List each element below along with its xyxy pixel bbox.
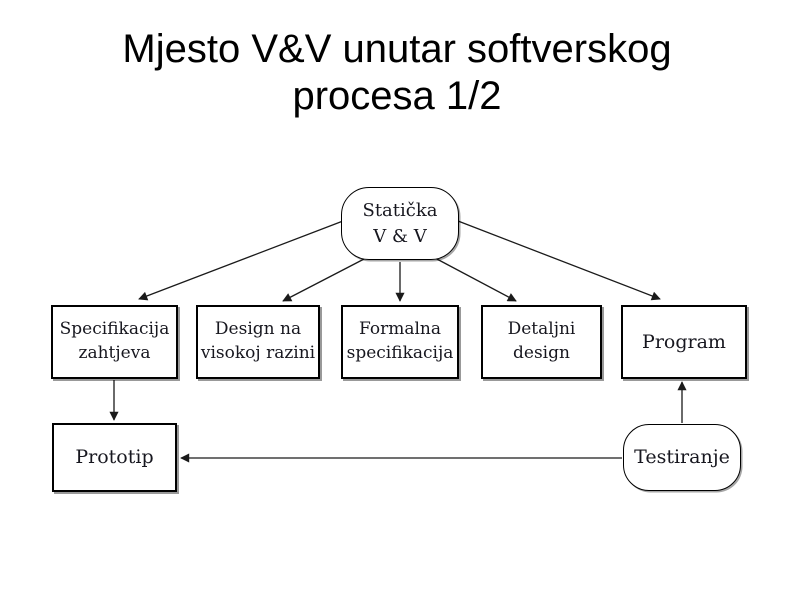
node-detaljni-design: Detaljni design — [481, 305, 602, 379]
arrow-staticka-to-design — [282, 257, 367, 302]
node-testiranje: Testiranje — [623, 424, 741, 491]
arrow-staticka-to-program — [457, 220, 661, 301]
node-design-na-visokoj-razini: Design na visokoj razini — [196, 305, 320, 379]
arrow-staticka-to-detaljni — [434, 257, 517, 302]
arrow-staticka-to-specifikacija — [138, 220, 344, 301]
node-program: Program — [621, 305, 747, 379]
node-specifikacija-zahtjeva: Specifikacija zahtjeva — [51, 305, 178, 379]
slide-title: Mjesto V&V unutar softverskog procesa 1/… — [122, 27, 672, 118]
node-prototip: Prototip — [52, 423, 177, 492]
node-formalna-specifikacija: Formalna specifikacija — [341, 305, 459, 379]
node-staticka-vv: Statička V & V — [341, 187, 459, 260]
